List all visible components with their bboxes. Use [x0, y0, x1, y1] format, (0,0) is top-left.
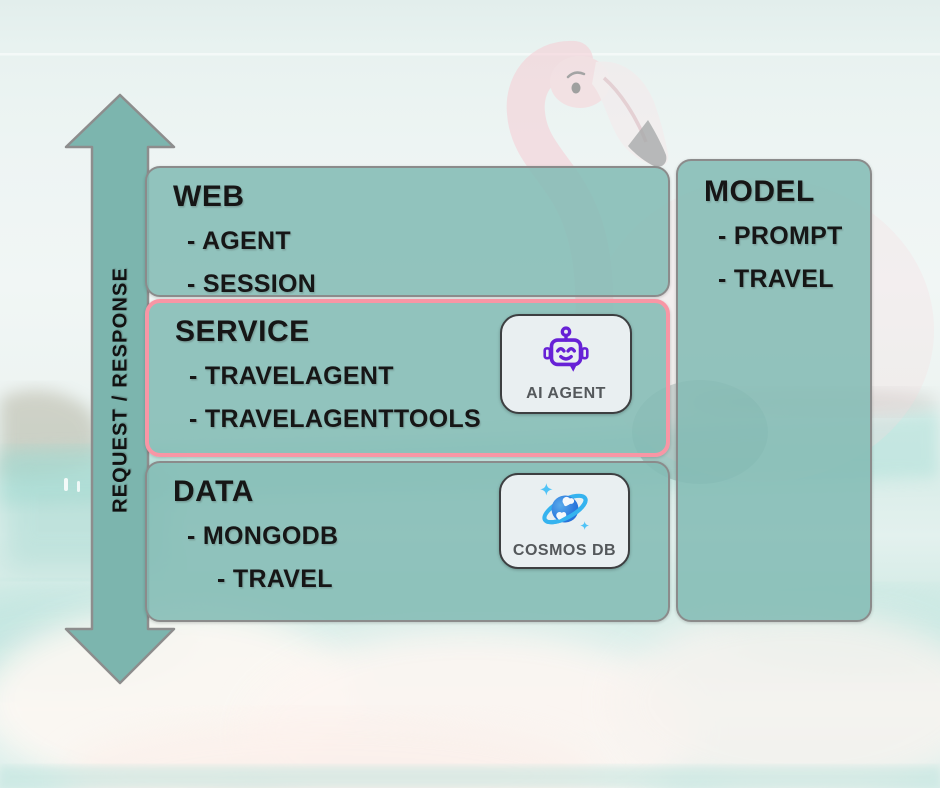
ai-agent-badge-label: AI AGENT — [526, 385, 606, 402]
layer-box-model: MODEL - PROMPT - TRAVEL — [676, 159, 872, 622]
ai-agent-badge: AI AGENT — [500, 314, 632, 414]
cosmos-db-planet-icon — [536, 482, 594, 541]
layer-item: - TRAVELAGENT — [189, 362, 394, 390]
layer-items-data: - MONGODB - TRAVEL — [173, 515, 658, 601]
layer-title-web: WEB — [173, 180, 245, 213]
layer-title-model: MODEL — [704, 175, 815, 208]
layer-item: - PROMPT — [718, 222, 843, 250]
layer-title-data: DATA — [173, 475, 254, 508]
layer-title-service: SERVICE — [175, 315, 310, 348]
layer-items-model: - PROMPT - TRAVEL — [704, 215, 860, 301]
layer-item: - TRAVELAGENTTOOLS — [189, 405, 481, 433]
layer-items-service: - TRAVELAGENT - TRAVELAGENTTOOLS — [175, 355, 656, 441]
cosmos-db-badge: COSMOS DB — [499, 473, 630, 569]
layer-box-data: DATA - MONGODB - TRAVEL — [145, 461, 670, 622]
layer-box-web: WEB - AGENT - SESSION — [145, 166, 670, 298]
robot-chat-icon — [539, 325, 593, 384]
layer-item: - AGENT — [187, 227, 291, 255]
cosmos-db-badge-label: COSMOS DB — [512, 542, 617, 559]
layer-item: - TRAVEL — [217, 565, 333, 593]
layer-box-service: SERVICE - TRAVELAGENT - TRAVELAGENTTOOLS — [145, 299, 670, 457]
layer-items-web: - AGENT - SESSION — [173, 220, 658, 306]
request-response-label: REQUEST / RESPONSE — [109, 266, 132, 514]
layer-item: - MONGODB — [187, 522, 339, 550]
layer-item: - TRAVEL — [718, 265, 834, 293]
layer-item: - SESSION — [187, 270, 317, 298]
